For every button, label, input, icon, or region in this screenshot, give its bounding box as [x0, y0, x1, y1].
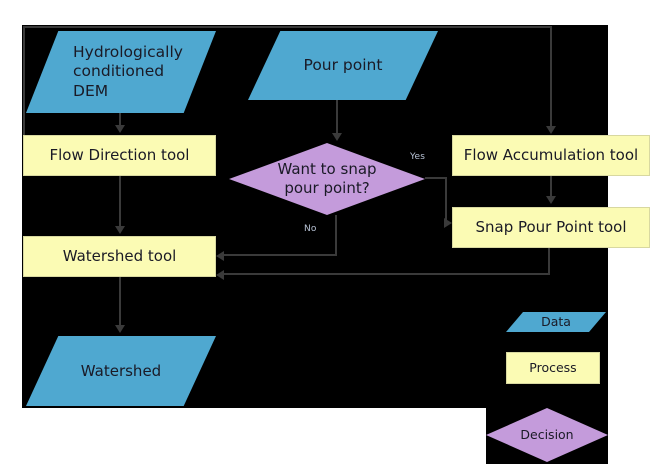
connector-no-vertical	[335, 215, 337, 255]
node-label: Watershed tool	[62, 247, 177, 266]
arrow-flow-accumulation-to-snap	[546, 196, 556, 204]
arrow-no-into-watershed-tool	[216, 251, 224, 261]
arrow-into-flow-accumulation	[546, 126, 556, 134]
connector-top-rail	[24, 26, 551, 28]
arrow-dem-to-flow-direction	[115, 125, 125, 133]
node-label: Want to snap pour point?	[277, 160, 377, 197]
connector-left-rail	[23, 26, 25, 155]
node-flow-accumulation-tool[interactable]: Flow Accumulation tool	[452, 135, 650, 176]
connector-to-flow-accumulation	[550, 26, 552, 127]
node-label: Flow Direction tool	[49, 146, 190, 165]
arrow-watershed-tool-to-watershed	[115, 325, 125, 333]
node-label: Hydrologically conditioned DEM	[73, 42, 183, 100]
connector-flow-direction-to-watershed-tool	[119, 176, 121, 226]
arrow-flow-direction-to-watershed-tool	[115, 226, 125, 234]
legend-label-data: Data	[541, 314, 571, 330]
connector-flow-accumulation-to-snap	[550, 176, 552, 196]
branch-label-no: No	[304, 224, 317, 234]
node-label: Pour point	[303, 55, 383, 74]
node-watershed[interactable]: Watershed	[26, 336, 216, 406]
connector-snap-vertical	[548, 248, 550, 274]
connector-no-horizontal	[224, 254, 337, 256]
connector-yes-horizontal	[425, 177, 447, 179]
arrow-snap-into-watershed-tool	[216, 270, 224, 280]
node-label: Watershed	[80, 361, 162, 380]
node-watershed-tool[interactable]: Watershed tool	[23, 236, 216, 277]
connector-yes-vertical	[445, 177, 447, 222]
arrow-into-snap-pour-point	[444, 218, 452, 228]
branch-label-yes: Yes	[410, 152, 426, 162]
node-snap-pour-point-tool[interactable]: Snap Pour Point tool	[452, 207, 650, 248]
node-label: Snap Pour Point tool	[475, 218, 627, 237]
legend-item-process: Process	[506, 352, 600, 384]
legend-label-decision: Decision	[520, 427, 574, 443]
node-flow-direction-tool[interactable]: Flow Direction tool	[23, 135, 216, 176]
connector-pour-point-to-decision	[336, 100, 338, 133]
legend-item-data: Data	[506, 312, 606, 332]
node-pour-point[interactable]: Pour point	[248, 31, 438, 100]
node-hydrologically-conditioned-dem[interactable]: Hydrologically conditioned DEM	[26, 31, 216, 113]
arrow-pour-point-to-decision	[332, 133, 342, 141]
node-label: Flow Accumulation tool	[463, 146, 639, 165]
connector-snap-horizontal	[224, 273, 550, 275]
connector-dem-to-flow-direction	[119, 113, 121, 127]
legend-label-process: Process	[529, 360, 577, 376]
connector-watershed-tool-to-watershed	[119, 277, 121, 325]
